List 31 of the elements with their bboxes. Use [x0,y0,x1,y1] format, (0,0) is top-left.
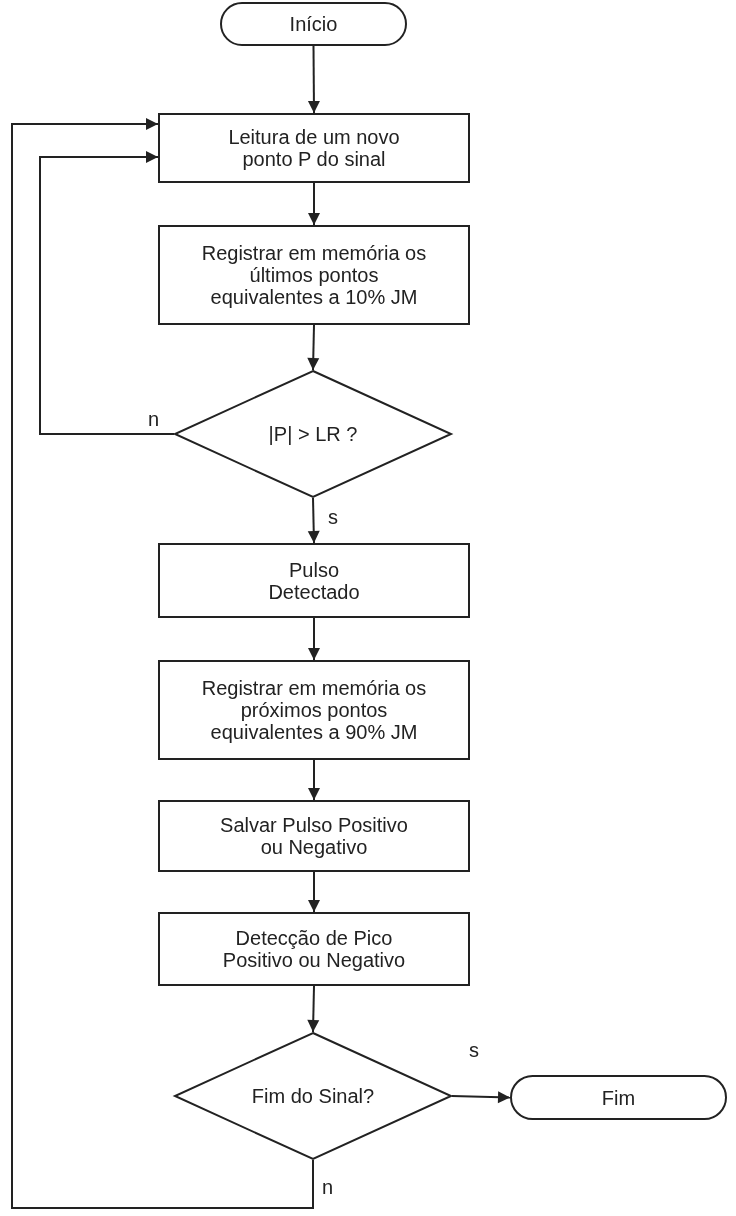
node-text: Pulso Detectado [267,558,361,603]
arrow [308,617,320,661]
node-text: Detecção de Pico Positivo ou Negativo [221,927,407,971]
node-text: Fim do Sinal? [250,1085,376,1107]
terminator-shape [510,1075,727,1120]
node-text: Leitura de um novo ponto P do sinal [227,126,401,170]
node-text: Início [288,13,339,35]
process-box [158,543,470,618]
arrow [307,45,320,114]
arrow [308,759,320,801]
arrow [307,985,320,1033]
decision-diamond [174,1032,452,1160]
arrow [39,151,175,435]
process-box [158,800,470,872]
node-text: Fim [600,1086,637,1109]
arrow [308,871,320,913]
node-text: Registrar em memória os últimos pontos equivalentes a 10% JM [200,242,428,308]
decision-diamond [174,370,452,498]
process-box [158,225,470,325]
arrow [451,1091,511,1104]
arrow [11,118,314,1209]
process-box [158,660,470,760]
arrow [307,324,320,371]
node-text: |P| > LR ? [267,423,359,445]
process-box [158,912,470,986]
node-text: Salvar Pulso Positivo ou Negativo [219,814,409,858]
arrow [308,182,320,226]
process-box [158,113,470,183]
arrow [307,497,320,544]
terminator-shape [220,2,407,46]
node-text: Registrar em memória os próximos pontos equivalentes a 90% JM [200,677,428,743]
